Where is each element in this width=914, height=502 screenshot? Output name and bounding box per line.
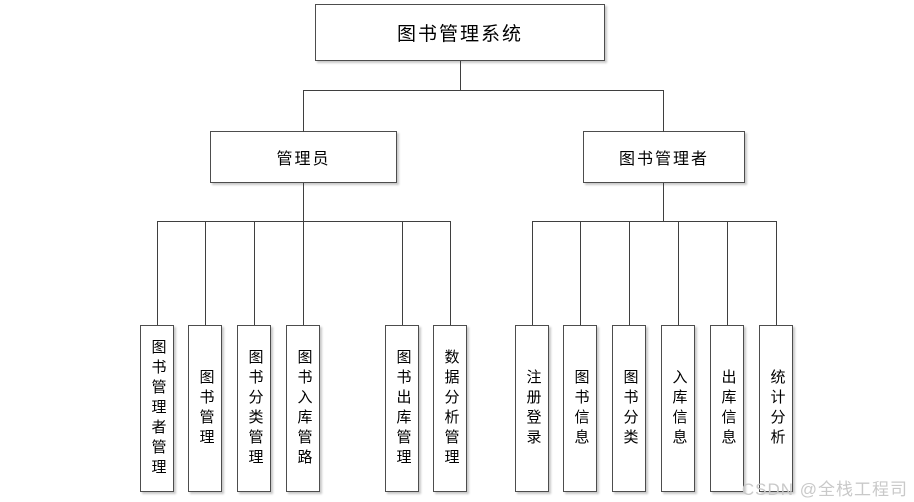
connector-book-manager-drop-4 — [678, 221, 679, 325]
node-branch-admin: 管理员 — [210, 131, 397, 183]
node-leaf-outbound-info: 出库信息 — [710, 325, 744, 492]
connector-book-manager-stem — [663, 183, 664, 222]
connector-admin-drop-2 — [205, 221, 206, 325]
node-leaf-data-analysis-management: 数据分析管理 — [433, 325, 467, 492]
connector-admin-stem — [303, 183, 304, 222]
connector-book-manager-drop-1 — [532, 221, 533, 325]
csdn-watermark: CSDN @全栈工程司 — [741, 480, 908, 499]
connector-drop-book-manager — [663, 90, 664, 132]
node-leaf-book-category: 图书分类 — [612, 325, 646, 492]
node-leaf-book-management: 图书管理 — [188, 325, 222, 492]
connector-admin-drop-5 — [402, 221, 403, 325]
connector-admin-rail — [157, 221, 451, 222]
node-leaf-book-info: 图书信息 — [563, 325, 597, 492]
node-leaf-statistics-analysis: 统计分析 — [759, 325, 793, 492]
node-leaf-book-manager-management: 图书管理者管理 — [140, 325, 174, 492]
connector-book-manager-drop-6 — [776, 221, 777, 325]
node-leaf-register-login: 注册登录 — [515, 325, 549, 492]
connector-book-manager-drop-3 — [629, 221, 630, 325]
node-leaf-book-inbound-management: 图书入库管路 — [286, 325, 320, 492]
node-branch-book-manager: 图书管理者 — [583, 131, 745, 183]
node-leaf-book-outbound-management: 图书出库管理 — [385, 325, 419, 492]
connector-book-manager-rail — [532, 221, 777, 222]
node-leaf-inbound-info: 入库信息 — [661, 325, 695, 492]
node-leaf-book-category-management: 图书分类管理 — [237, 325, 271, 492]
connector-book-manager-drop-5 — [727, 221, 728, 325]
connector-root-rail — [303, 90, 664, 91]
connector-admin-drop-3 — [254, 221, 255, 325]
connector-root-stem — [460, 61, 461, 90]
connector-admin-drop-4 — [303, 221, 304, 325]
connector-admin-drop-6 — [450, 221, 451, 325]
connector-drop-admin — [303, 90, 304, 132]
connector-admin-drop-1 — [157, 221, 158, 325]
connector-book-manager-drop-2 — [580, 221, 581, 325]
node-root: 图书管理系统 — [315, 4, 605, 61]
